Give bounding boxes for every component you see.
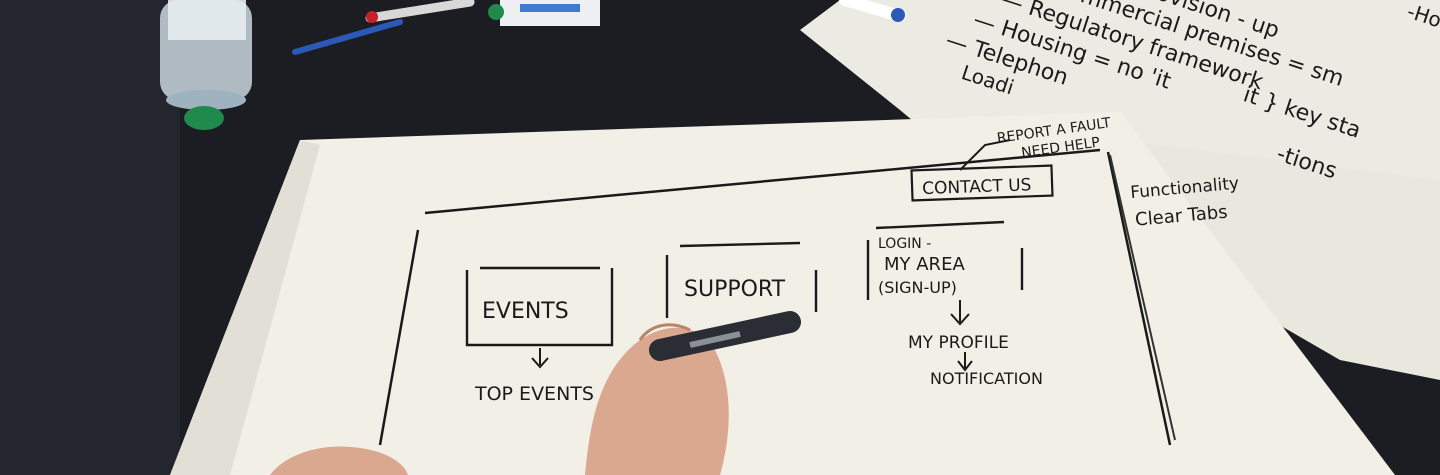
marker-box-label xyxy=(520,4,580,12)
login-child2-label: NOTIFICATION xyxy=(930,369,1043,388)
events-child-label: TOP EVENTS xyxy=(474,383,594,405)
second-hand xyxy=(270,446,408,475)
support-box-label: SUPPORT xyxy=(684,277,786,302)
login-arrow xyxy=(950,300,970,326)
paper-shadow-edge xyxy=(170,140,320,475)
support-box xyxy=(665,241,818,318)
side-divider xyxy=(1109,154,1176,441)
wireframe-outline xyxy=(378,148,1172,446)
water-bottle xyxy=(160,0,252,110)
marker-label-band xyxy=(689,331,741,348)
events-box xyxy=(465,266,614,347)
contact-note-connector xyxy=(959,139,1011,171)
login-box-line3: (SIGN-UP) xyxy=(878,278,957,297)
white-marker-right xyxy=(839,0,906,22)
green-marker-cap xyxy=(488,4,504,20)
back-paper-sheet-lower xyxy=(1120,140,1440,380)
contact-box-label: CONTACT US xyxy=(922,175,1032,199)
contact-box xyxy=(910,164,1054,202)
login-box-line2: MY AREA xyxy=(884,254,965,275)
blue-pen xyxy=(292,19,403,55)
dark-left-area xyxy=(0,0,180,475)
white-marker xyxy=(365,0,475,23)
login-box xyxy=(866,220,1024,300)
profile-arrow xyxy=(957,352,973,372)
bottle-cap xyxy=(184,106,224,130)
finger-knuckle xyxy=(638,323,691,341)
main-paper-sheet xyxy=(170,112,1395,475)
marker-red-cap xyxy=(366,11,378,23)
login-box-line1: LOGIN - xyxy=(878,236,931,252)
events-arrow xyxy=(531,348,549,369)
hand xyxy=(585,327,729,475)
login-child1-label: MY PROFILE xyxy=(908,333,1009,353)
marker-box xyxy=(500,0,600,26)
blue-marker-cap xyxy=(891,8,905,22)
events-box-label: EVENTS xyxy=(482,299,569,324)
